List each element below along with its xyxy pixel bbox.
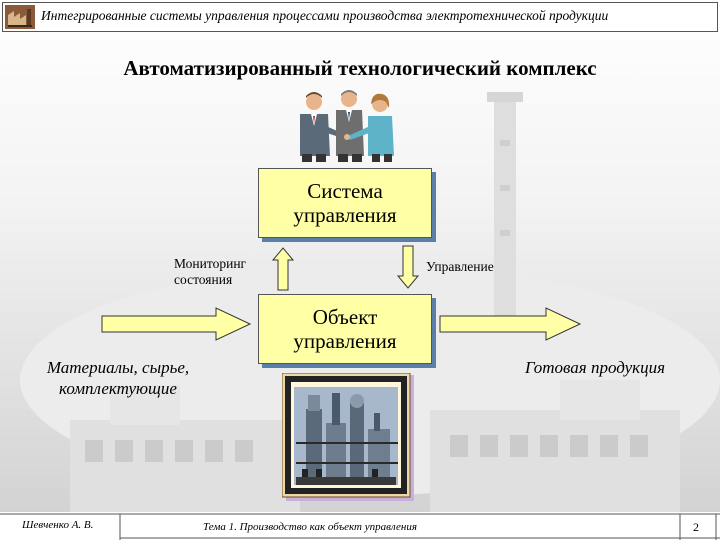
page-number: 2 [693, 520, 699, 534]
control-system-label-line2: управления [293, 203, 397, 227]
monitoring-label-line2: состояния [174, 272, 233, 287]
control-system-label-line1: Система [307, 179, 383, 203]
factory-logo-icon [5, 5, 35, 29]
inputs-label-line2: комплектующие [59, 379, 177, 398]
monitoring-label-line1: Мониторинг [174, 256, 247, 271]
control-label: Управление [426, 259, 494, 274]
people-handshake-icon [300, 90, 394, 162]
control-object-label-line1: Объект [312, 305, 378, 329]
control-system-box: Система управления [258, 168, 432, 238]
control-object-box: Объект управления [258, 294, 432, 364]
inputs-label: Материалы, сырье, комплектующие [20, 357, 216, 399]
control-object-label-line2: управления [293, 329, 397, 353]
factory-clipart-icon [282, 373, 414, 501]
slide-title: Автоматизированный технологический компл… [123, 56, 597, 80]
inputs-label-line1: Материалы, сырье, [46, 358, 190, 377]
footer-author: Шевченко А. В. [22, 519, 94, 531]
monitoring-label: Мониторинг состояния [174, 256, 246, 288]
header-bar: Интегрированные системы управления проце… [2, 2, 718, 32]
header-title: Интегрированные системы управления проце… [41, 8, 609, 23]
footer-topic: Тема 1. Производство как объект управлен… [203, 521, 417, 533]
output-label: Готовая продукция [524, 358, 666, 377]
